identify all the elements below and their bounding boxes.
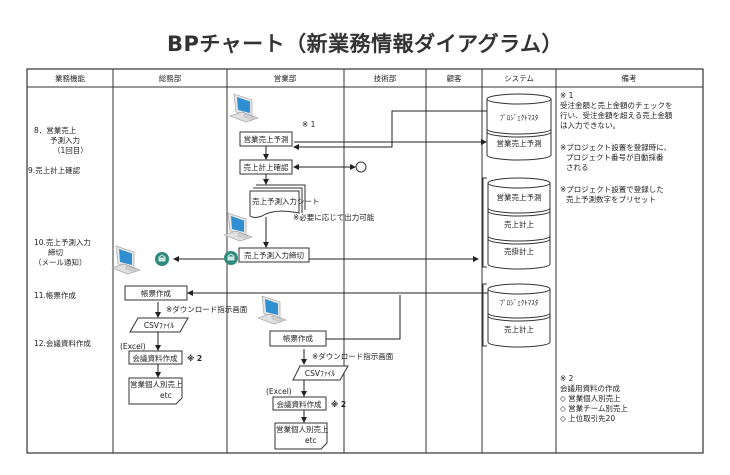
mail-icon — [154, 251, 170, 267]
column-header: 営業部 — [274, 73, 297, 83]
sheet-note: ※必要に応じて出力可能 — [293, 212, 375, 222]
general-document — [128, 377, 183, 405]
remark-line: 受注金額と売上金額のチェックを — [560, 100, 673, 110]
computer-icon — [111, 245, 141, 275]
remark-line: ◇ 上位取引先20 — [560, 413, 615, 423]
sales-doc-line1: 営業個人別売上 — [276, 424, 329, 434]
general-csv-file — [129, 317, 189, 333]
general-csv-label: CSVﾌｧｲﾙ — [144, 321, 174, 330]
computer-icon — [229, 93, 259, 123]
computer-icon — [223, 212, 253, 242]
remark-line: 売上予測数字をプリセット — [566, 194, 656, 204]
db2-layer: 売掛計上 — [504, 246, 534, 256]
general-meeting-box — [128, 350, 183, 365]
function-labels: 8．営業売上 予測入力 （1回目） 9.売上計上確認 10.売上予測入力 締切 … — [28, 125, 91, 348]
process-close-label: 売上予測入力締切 — [244, 250, 304, 260]
remark-line: は入力できない。 — [560, 120, 620, 130]
table-grid — [26, 68, 704, 454]
general-report-label: 帳票作成 — [141, 288, 171, 298]
column-header: 業務機能 — [55, 73, 85, 83]
bracket — [482, 283, 487, 347]
process-forecast-label: 営業売上予測 — [244, 134, 289, 144]
remark-line: プロジェクト番号が自動採番 — [566, 152, 664, 162]
db1-layer: ﾌﾟﾛｼﾞｪｸﾄﾏｽﾀ — [500, 114, 539, 122]
function-10-line3: （メール通知） — [34, 257, 87, 267]
function-9: 9.売上計上確認 — [28, 165, 81, 175]
remark-line: ◇ 営業個人別売上 — [560, 393, 621, 403]
sales-meeting-box — [272, 396, 327, 411]
document-sheet — [249, 184, 306, 218]
sales-report-box — [269, 330, 327, 347]
function-8-line1: 8．営業売上 — [34, 125, 77, 135]
sales-report-label: 帳票作成 — [283, 333, 313, 343]
general-doc-line1: 営業個人別売上 — [130, 379, 183, 389]
remark-line: ※ 1 — [560, 91, 574, 100]
remark-line: 行い、受注金額を超える売上金額 — [560, 110, 673, 120]
mail-icon — [223, 250, 239, 266]
remarks: ※ 1 受注金額と売上金額のチェックを 行い、受注金額を超える売上金額 は入力で… — [560, 91, 673, 423]
remark-line: 会議用資料の作成 — [560, 383, 620, 393]
database-3 — [487, 283, 551, 348]
function-10-line2: 締切 — [48, 247, 63, 257]
db2-layer: 売上計上 — [504, 219, 534, 229]
bracket — [482, 177, 487, 268]
remark-line: ◇ 営業チーム別売上 — [560, 403, 628, 413]
sales-note2-mark: ※ 2 — [331, 400, 346, 409]
terminal-circle — [355, 161, 367, 173]
sales-csv-label: CSVﾌｧｲﾙ — [305, 369, 335, 378]
sales-doc-line2: etc — [305, 436, 317, 445]
general-download-note: ※ダウンロード指示画面 — [166, 304, 248, 314]
db1-layer: 営業売上予測 — [497, 138, 542, 148]
db3-layer: 売上計上 — [504, 324, 534, 334]
function-11: 11.帳票作成 — [34, 290, 76, 300]
sales-csv-file — [292, 365, 349, 381]
column-header: 技術部 — [374, 73, 397, 83]
database-2 — [487, 177, 551, 270]
remark-line: ※ 2 — [560, 374, 574, 383]
remark-line: ※プロジェクト設置を登録時に、 — [560, 142, 671, 152]
general-meeting-label: 会議資料作成 — [133, 353, 178, 363]
column-header: システム — [504, 74, 534, 83]
column-header: 顧客 — [447, 73, 462, 83]
remark-line: される — [566, 163, 589, 172]
function-12: 12.会議資料作成 — [34, 338, 91, 348]
column-header: 備考 — [622, 73, 637, 83]
function-8-line2: 予測入力 — [50, 135, 80, 145]
process-confirm-label: 売上計上確認 — [244, 162, 289, 172]
remark-line: ※プロジェクト設置で登録した — [560, 184, 664, 194]
general-doc-line2: etc — [160, 391, 172, 400]
db2-layer: 営業売上予測 — [497, 192, 542, 202]
computer-icon — [257, 295, 287, 325]
db3-layer: ﾌﾟﾛｼﾞｪｸﾄﾏｽﾀ — [500, 299, 539, 307]
sales-download-note: ※ダウンロード指示画面 — [312, 351, 394, 361]
sales-meeting-label: 会議資料作成 — [277, 399, 322, 409]
page-title: BPチャート（新業務情報ダイアグラム） — [166, 32, 563, 56]
database-1 — [486, 93, 552, 161]
function-10-line1: 10.売上予測入力 — [34, 237, 91, 247]
sales-document — [274, 422, 328, 450]
column-header: 総務部 — [159, 73, 182, 83]
sales-excel-label: (Excel) — [266, 387, 292, 396]
note1-mark: ※ 1 — [302, 120, 316, 129]
document-sheet-label: 売上予測入力シート — [252, 196, 320, 206]
function-8-line3: （1回目） — [53, 146, 88, 155]
general-note2-mark: ※ 2 — [187, 354, 202, 363]
process-close — [238, 247, 310, 263]
general-excel-label: (Excel) — [120, 342, 146, 351]
